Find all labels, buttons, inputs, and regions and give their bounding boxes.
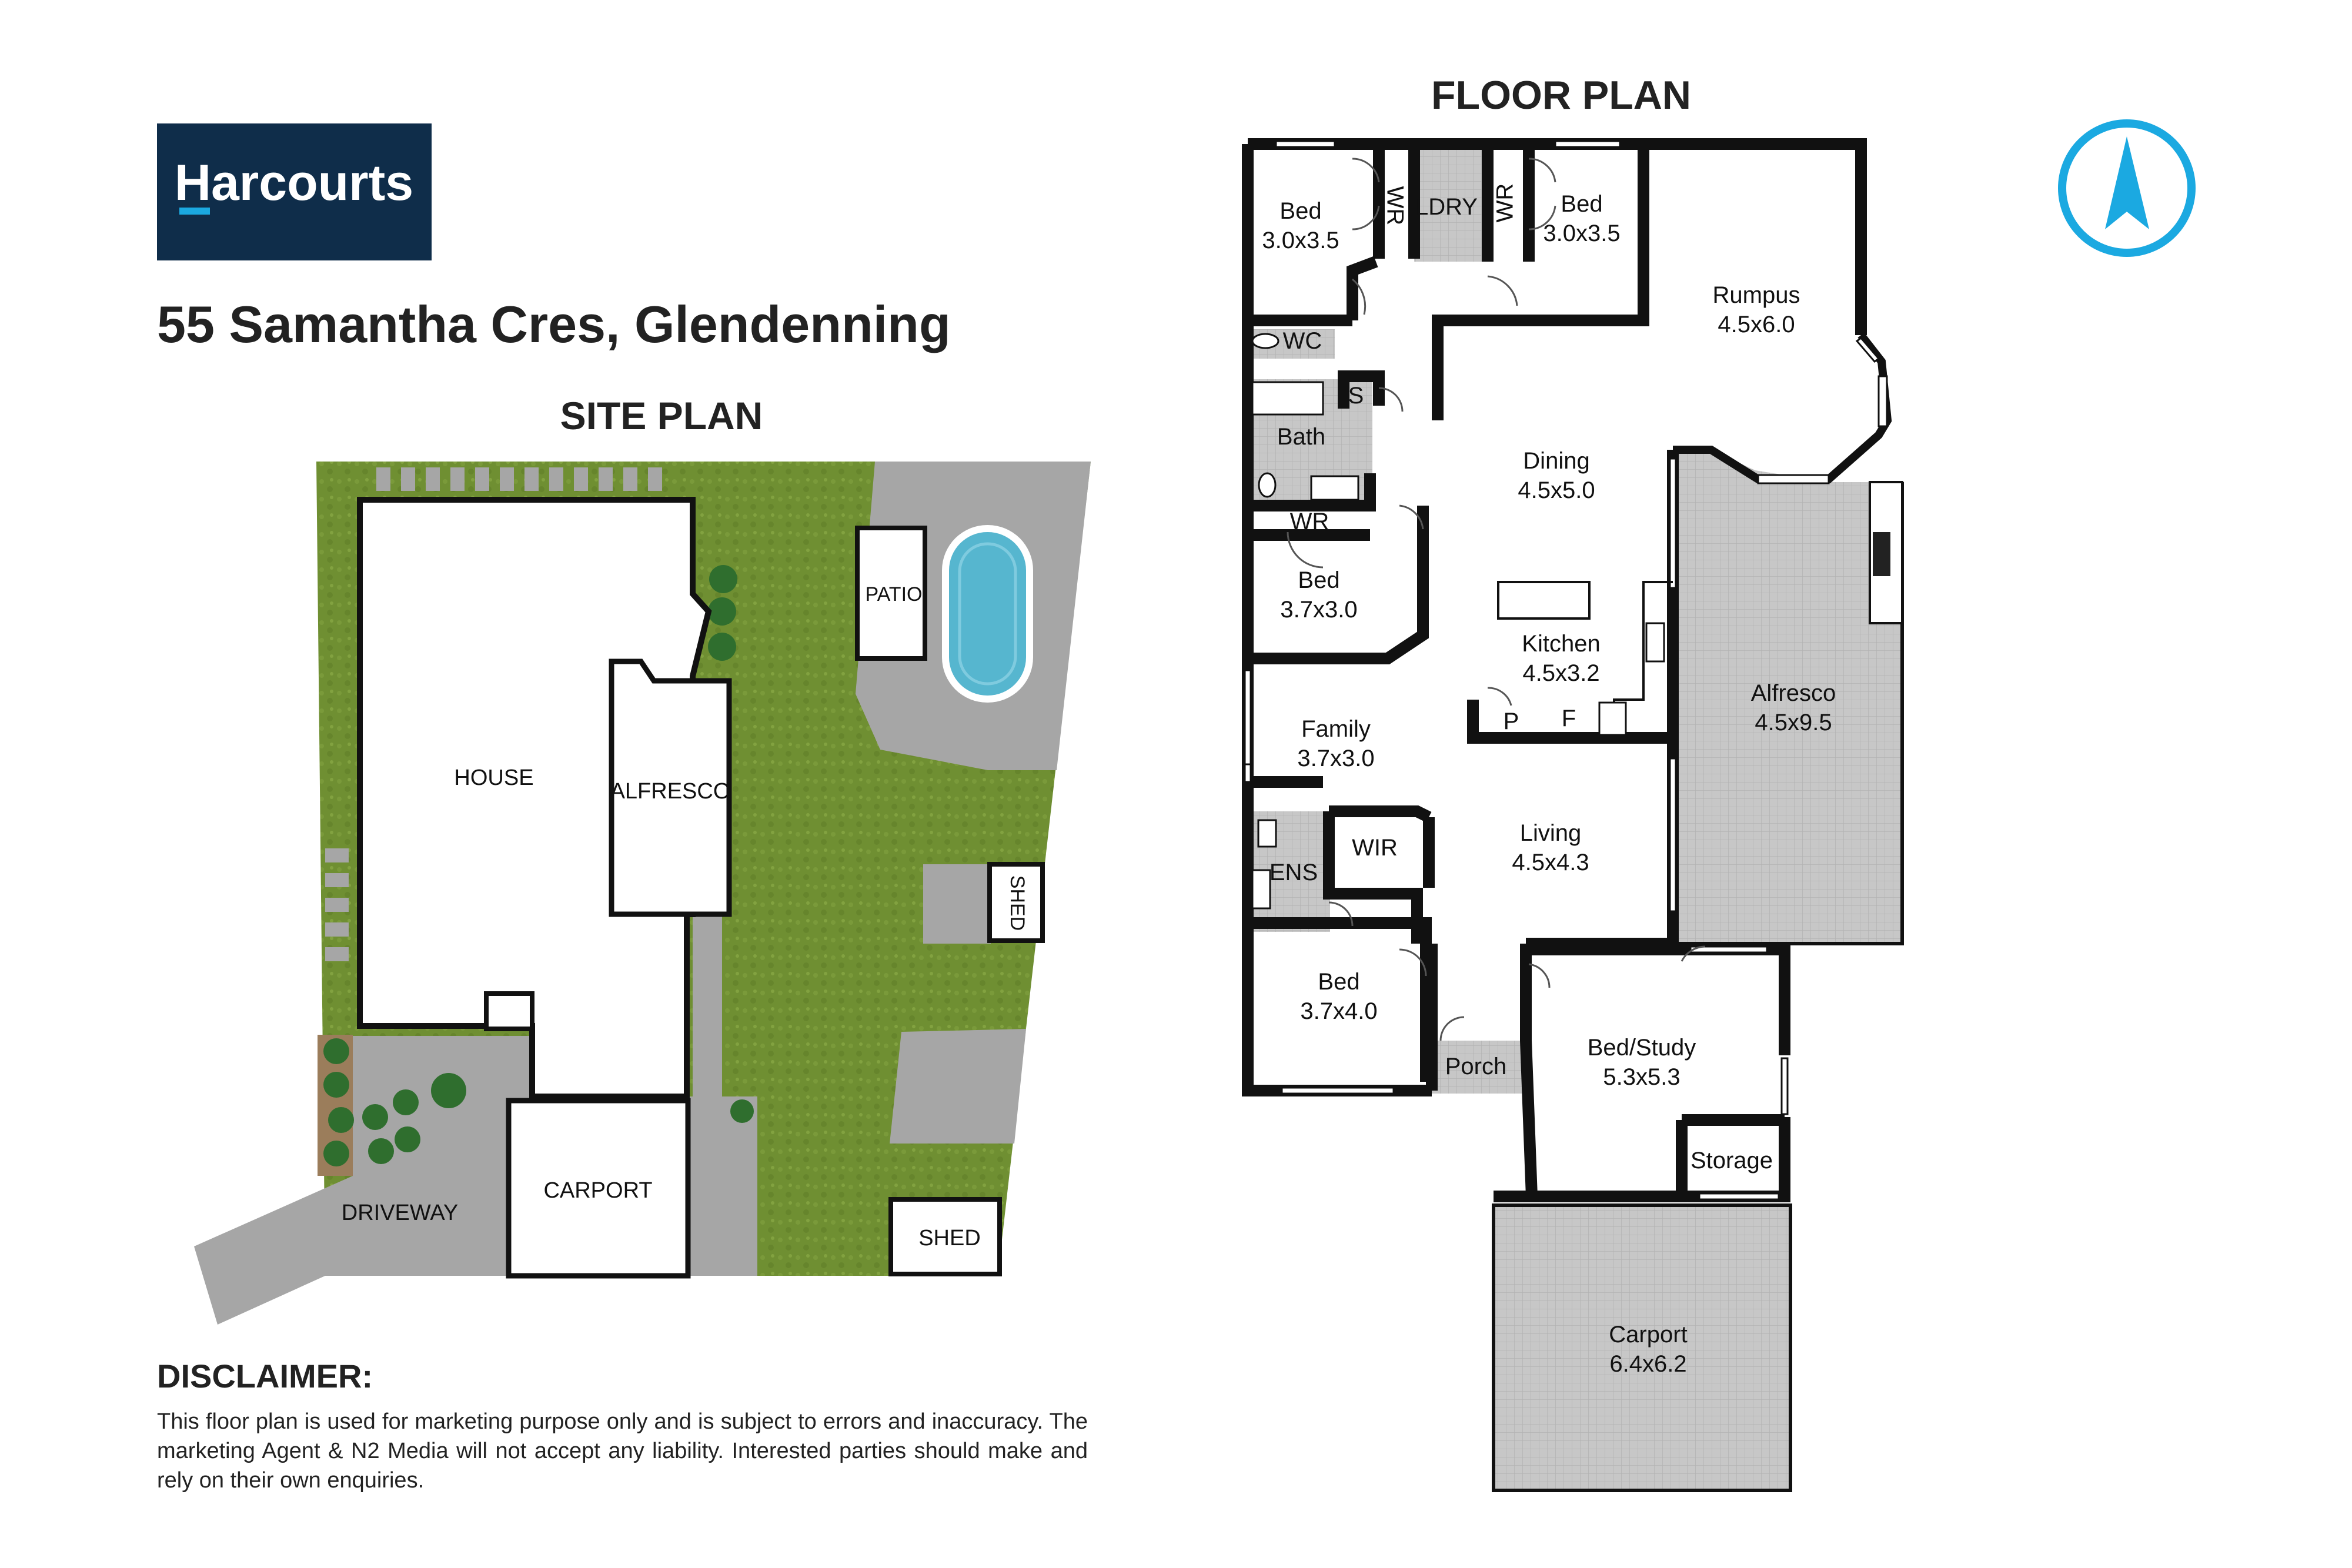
bath-label: Bath [1277, 424, 1325, 450]
shed-bottom [888, 1197, 1002, 1276]
kitchen-island [1497, 581, 1591, 620]
living-size: 4.5x4.3 [1512, 850, 1589, 875]
rumpus-bay-wall [1673, 332, 1892, 483]
patio-label: PATIO [866, 583, 923, 606]
laundry-tiles [1414, 144, 1488, 262]
floor-plan-title: FLOOR PLAN [1431, 73, 1691, 118]
wc-toilet [1251, 333, 1279, 349]
porch-label: Porch [1445, 1054, 1507, 1079]
family-name: Family [1301, 716, 1371, 742]
alfresco-name: Alfresco [1751, 680, 1836, 706]
wr-1-label: WR [1382, 186, 1408, 226]
carport-name: Carport [1609, 1322, 1687, 1348]
bed-w-size: 3.7x3.0 [1280, 597, 1357, 623]
alfresco-label: ALFRESCO [610, 779, 731, 804]
pantry-label: P [1504, 708, 1519, 734]
disclaimer-title: DISCLAIMER: [157, 1358, 373, 1395]
property-address: 55 Samantha Cres, Glendenning [157, 295, 951, 353]
windows [1244, 140, 1789, 1201]
wr-2-label: WR [1492, 183, 1518, 223]
shed-side-label: SHED [1006, 875, 1028, 931]
door-swings [1287, 158, 1706, 1041]
alfresco-size: 4.5x9.5 [1755, 710, 1832, 735]
site-plan: PATIO SHED [194, 462, 1091, 1325]
patio [855, 526, 927, 661]
wir-label: WIR [1352, 835, 1398, 861]
family-size: 3.7x3.0 [1297, 745, 1374, 771]
stepping-stones-left [325, 848, 349, 961]
carport-size: 6.4x6.2 [1609, 1351, 1686, 1377]
rumpus-size: 4.5x6.0 [1718, 312, 1795, 337]
logo-text: Harcourts [175, 155, 413, 211]
bed-nw-size: 3.0x3.5 [1262, 228, 1339, 253]
storage-label: Storage [1690, 1148, 1773, 1174]
driveway-label: DRIVEWAY [342, 1201, 458, 1225]
floor-plan: Bed 3.0x3.5 WR LDRY WR Bed 3.0x3.5 Rumpu… [1242, 138, 1904, 1492]
cooktop [1598, 701, 1627, 736]
house-label: HOUSE [454, 765, 533, 790]
stepping-stones-top [376, 467, 662, 491]
carport-label: CARPORT [543, 1178, 652, 1203]
kitchen-sink [1645, 622, 1665, 663]
living-name: Living [1520, 820, 1582, 846]
paved-pad [890, 1029, 1026, 1144]
kitchen-size: 4.5x3.2 [1522, 660, 1599, 686]
ldry-label: LDRY [1415, 194, 1478, 220]
carport-side-paving [687, 1096, 757, 1276]
carport-tiles [1494, 1205, 1790, 1490]
harcourts-logo [157, 123, 432, 260]
bathtub [1251, 381, 1324, 416]
bed-nw-name: Bed [1279, 198, 1321, 224]
bath-toilet [1258, 472, 1277, 498]
dining-size: 4.5x5.0 [1518, 477, 1595, 503]
shed-bottom-label: SHED [918, 1226, 981, 1251]
shed-pad [923, 864, 991, 944]
rumpus-name: Rumpus [1713, 282, 1800, 308]
pool [949, 532, 1026, 696]
bed-n-size: 3.0x3.5 [1543, 220, 1620, 246]
dining-name: Dining [1523, 448, 1589, 474]
ens-toilet [1257, 819, 1277, 848]
bed-study-size: 5.3x5.3 [1603, 1064, 1680, 1090]
bed-study-name: Bed/Study [1588, 1035, 1696, 1061]
bed-n-name: Bed [1561, 191, 1602, 217]
shed-side [987, 862, 1045, 943]
s-label: S [1348, 383, 1364, 409]
north-compass-icon [2058, 119, 2196, 257]
disclaimer-text: This floor plan is used for marketing pu… [157, 1409, 1088, 1493]
carport-outline [1492, 1203, 1792, 1492]
alfresco-outline [1673, 482, 1904, 945]
porch-tiles [1432, 1041, 1526, 1094]
bed-sw-size: 3.7x4.0 [1300, 998, 1377, 1024]
bed-w-name: Bed [1298, 567, 1339, 593]
alfresco-tiles [1673, 450, 1902, 944]
site-alfresco [609, 658, 732, 917]
shrubs [323, 565, 754, 1166]
vanity [1310, 475, 1359, 501]
ens-label: ENS [1269, 860, 1318, 885]
fridge-label: F [1562, 706, 1576, 731]
driveway [194, 1036, 532, 1325]
ens-vanity [1251, 869, 1271, 910]
site-plan-title: SITE PLAN [560, 394, 763, 437]
wc-label: WC [1283, 328, 1322, 354]
wr-3-label: WR [1290, 509, 1329, 534]
kitchen-name: Kitchen [1522, 631, 1600, 657]
site-carport [506, 1098, 691, 1279]
logo-accent-bar [179, 208, 210, 215]
bed-sw-name: Bed [1318, 969, 1359, 995]
